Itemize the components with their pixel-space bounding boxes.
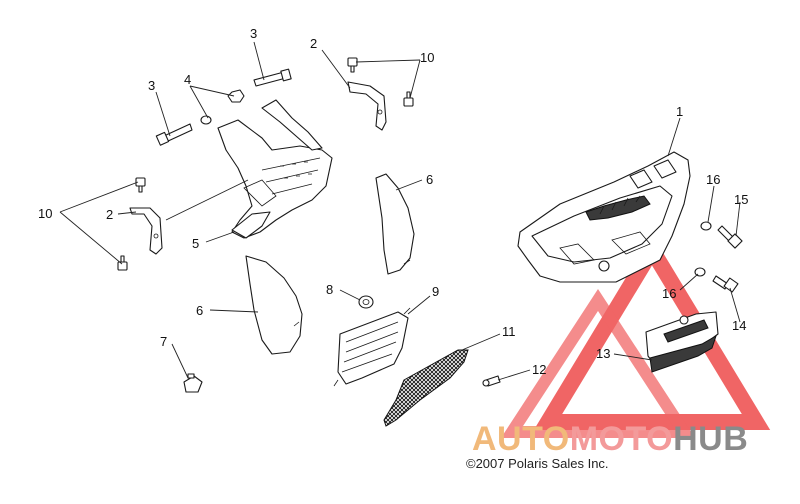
- front-rack-frame: [217, 99, 333, 239]
- callout-2-left: 2: [106, 207, 113, 222]
- side-panel-lower: [245, 255, 303, 355]
- washer-16a: [700, 221, 712, 231]
- nut-upper: [227, 89, 245, 103]
- callout-12: 12: [532, 362, 546, 377]
- callout-16-upper: 16: [706, 172, 720, 187]
- callout-15: 15: [734, 192, 748, 207]
- screw-12: [482, 375, 501, 387]
- mount-bracket-upper: [347, 81, 387, 131]
- bolt-upper: [253, 68, 292, 87]
- emblem-plate: [645, 311, 719, 373]
- front-bumper: [517, 151, 691, 283]
- callout-9: 9: [432, 284, 439, 299]
- bolt-15: [717, 225, 743, 249]
- callout-3-left: 3: [148, 78, 155, 93]
- side-panel-upper: [375, 173, 415, 275]
- watermark-wordmark: AUTOMOTOHUB: [472, 420, 748, 459]
- screw-left-b: [117, 255, 128, 271]
- callout-6-lower: 6: [196, 303, 203, 318]
- callout-14: 14: [732, 318, 746, 333]
- bolt-14: [712, 275, 739, 293]
- callout-7: 7: [160, 334, 167, 349]
- callout-8: 8: [326, 282, 333, 297]
- callout-3-upper: 3: [250, 26, 257, 41]
- callout-5: 5: [192, 236, 199, 251]
- callout-16-lower: 16: [662, 286, 676, 301]
- callout-1: 1: [676, 104, 683, 119]
- washer-upper: [200, 115, 212, 125]
- mesh-screen: [383, 349, 469, 427]
- copyright-notice: ©2007 Polaris Sales Inc.: [466, 456, 609, 471]
- screw-upper-a: [347, 57, 358, 73]
- bolt-left: [155, 123, 193, 146]
- callout-2-upper: 2: [310, 36, 317, 51]
- callout-11: 11: [502, 324, 516, 339]
- mount-bracket-left: [129, 207, 163, 255]
- watermark-hub: HUB: [673, 420, 749, 458]
- callout-4: 4: [184, 72, 191, 87]
- screw-left-a: [135, 177, 146, 193]
- callout-10-left: 10: [38, 206, 52, 221]
- grille-frame: [333, 307, 411, 387]
- watermark-moto: MOTO: [569, 420, 674, 458]
- callout-labels: 1 2 2 3 3 4 5 6 6 7 8 9 10 10 11 12 13 1…: [38, 26, 748, 377]
- callout-10-upper: 10: [420, 50, 434, 65]
- push-rivet: [183, 373, 203, 393]
- grommet: [358, 295, 374, 309]
- leader-lines: [59, 41, 741, 381]
- watermark-auto: AUTO: [472, 420, 570, 458]
- callout-13: 13: [596, 346, 610, 361]
- screw-upper-b: [403, 91, 414, 107]
- callout-6-upper: 6: [426, 172, 433, 187]
